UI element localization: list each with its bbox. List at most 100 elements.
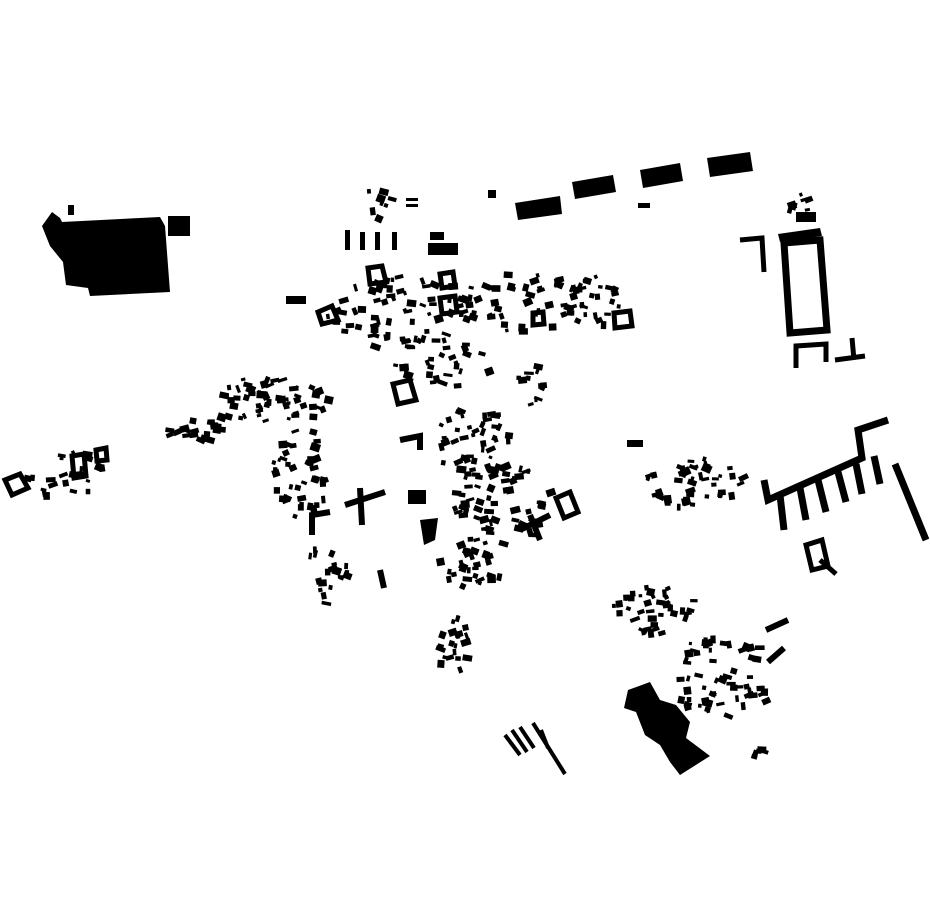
building: [298, 501, 304, 509]
building: [344, 562, 349, 570]
building: [703, 637, 708, 642]
building: [308, 552, 313, 560]
building: [306, 502, 314, 511]
building: [68, 471, 78, 479]
building: [314, 386, 325, 397]
building: [468, 467, 477, 473]
building: [682, 614, 689, 623]
building: [70, 450, 77, 457]
building: [47, 481, 59, 489]
building: [442, 345, 451, 351]
building: [536, 287, 546, 294]
building: [529, 276, 540, 286]
building: [419, 302, 427, 308]
building: [465, 454, 474, 459]
building: [517, 376, 528, 385]
building: [616, 609, 623, 617]
building: [480, 446, 485, 453]
building-courtyard-east: [780, 236, 831, 337]
building: [406, 198, 418, 201]
building: [711, 482, 717, 487]
building: [390, 277, 395, 283]
building: [446, 308, 456, 319]
building: [548, 323, 557, 331]
building: [689, 502, 696, 507]
building: [796, 212, 816, 222]
building: [413, 335, 418, 343]
building: [677, 470, 683, 477]
building: [469, 553, 475, 559]
building: [503, 271, 513, 279]
building: [447, 353, 457, 361]
building: [383, 333, 389, 342]
building: [502, 486, 513, 494]
building: [453, 382, 462, 389]
building: [713, 677, 720, 684]
building: [655, 492, 666, 502]
building: [534, 397, 538, 403]
building: [256, 413, 262, 418]
building: [464, 484, 473, 489]
building: [441, 331, 452, 338]
building: [450, 618, 456, 625]
building: [426, 311, 432, 317]
building: [448, 282, 459, 291]
building: [458, 368, 463, 375]
building: [491, 424, 501, 430]
building: [328, 584, 333, 591]
building: [689, 648, 699, 654]
building: [459, 411, 465, 419]
building: [387, 196, 397, 203]
building: [299, 401, 308, 410]
building: [500, 321, 509, 328]
building: [739, 235, 866, 368]
building: [40, 487, 47, 492]
building: [625, 606, 632, 612]
building: [459, 434, 469, 441]
building: [433, 313, 445, 324]
building: [270, 377, 280, 384]
building: [457, 295, 467, 304]
building: [572, 175, 616, 199]
building: [420, 518, 438, 545]
building: [85, 488, 91, 495]
building: [482, 540, 488, 546]
building: [440, 459, 446, 466]
building: [424, 359, 431, 366]
building-comb-southeast: [760, 416, 930, 542]
building: [404, 338, 412, 344]
building: [536, 285, 543, 291]
building: [479, 440, 487, 448]
building: [453, 457, 464, 467]
building: [664, 498, 671, 506]
building: [600, 321, 607, 330]
building: [345, 322, 355, 329]
building: [474, 576, 485, 584]
building: [424, 328, 430, 334]
building: [478, 350, 486, 357]
building: [58, 471, 69, 479]
building: [390, 294, 397, 302]
building: [319, 478, 327, 487]
building: [395, 287, 406, 295]
building: [456, 407, 467, 415]
building: [300, 480, 308, 486]
building: [726, 681, 736, 686]
building: [323, 395, 334, 405]
building: [392, 363, 399, 368]
building: [498, 312, 505, 320]
building: [273, 487, 280, 494]
building: [189, 432, 199, 439]
building: [540, 382, 548, 389]
building: [658, 612, 664, 617]
building: [735, 695, 740, 703]
building: [507, 284, 517, 292]
building: [611, 603, 616, 608]
building: [308, 384, 316, 391]
small-buildings: [23, 187, 814, 760]
building: [645, 475, 651, 482]
building: [288, 385, 299, 392]
building: [283, 405, 290, 410]
building: [379, 198, 385, 207]
building: [461, 546, 470, 555]
